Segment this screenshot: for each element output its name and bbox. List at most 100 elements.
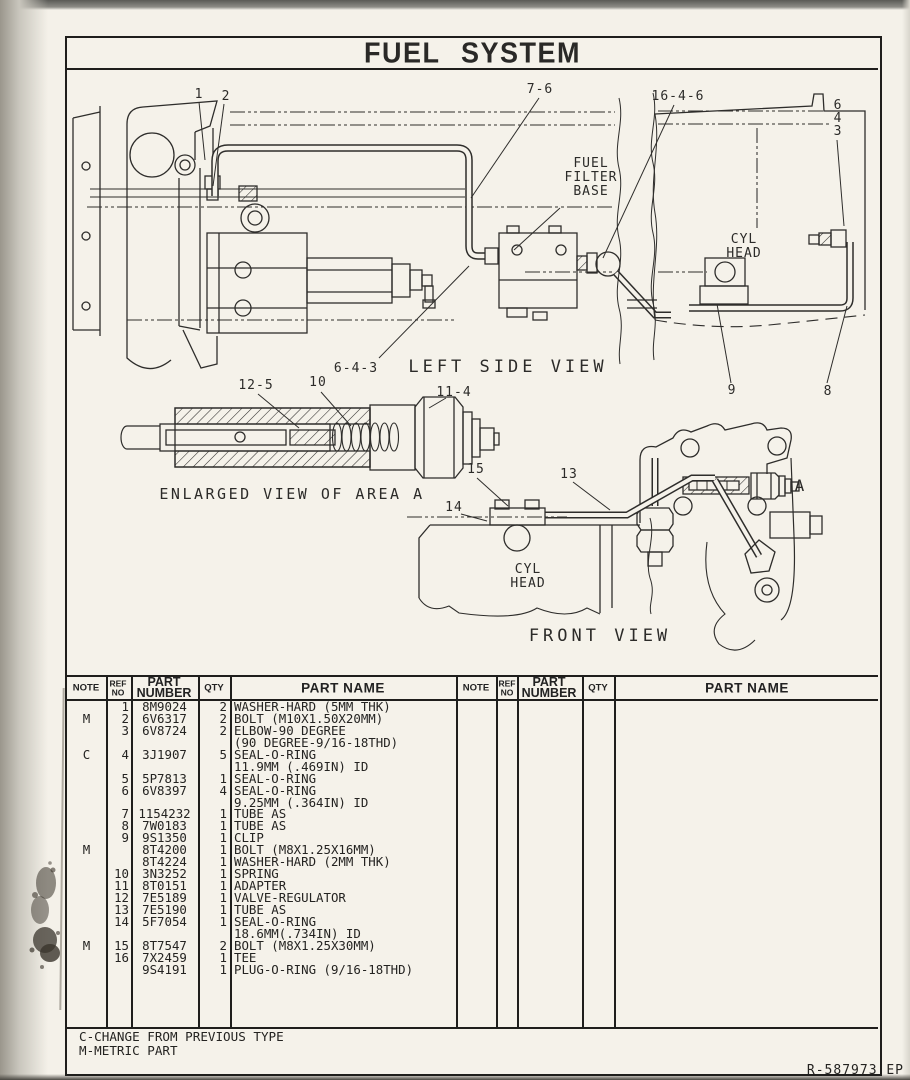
cell-ref: 1 [121, 699, 129, 714]
header-part-number: PART NUMBER [521, 675, 577, 700]
callout-15: 15 [467, 462, 485, 477]
cell-note [67, 868, 106, 880]
cell-ref: 14 [114, 913, 129, 929]
cell-part_number: 7E5190 [142, 901, 187, 917]
table-column-line [131, 677, 133, 1027]
table-row: 18.6MM(.734IN) ID [67, 925, 457, 941]
table-row: (90 DEGREE-9/16-18THD) [67, 734, 457, 750]
table-row: 9.25MM (.364IN) ID [67, 796, 457, 809]
cell-ref: 8 [121, 818, 129, 834]
cell-qty: 1 [219, 770, 227, 786]
table-column-line [614, 677, 616, 1027]
header-note: NOTE [462, 682, 490, 694]
cell-part_number: 8T4200 [142, 842, 187, 858]
cell-qty: 1 [219, 818, 227, 834]
cell-note [67, 892, 106, 904]
cell-ref: 6 [121, 782, 129, 798]
cell-part_number: 5P7813 [142, 770, 187, 786]
table-column-line [517, 677, 519, 1027]
cell-ref: 15 [114, 937, 129, 953]
cell-part_name: TUBE AS [234, 806, 287, 822]
cell-part_number: 8T4224 [142, 854, 187, 870]
cell-part_name: WASHER-HARD (5MM THK) [234, 699, 391, 714]
cell-part_name: ADAPTER [234, 878, 287, 894]
cell-qty: 2 [219, 722, 227, 738]
callout-9: 9 [727, 383, 737, 398]
table-footnotes: C-CHANGE FROM PREVIOUS TYPE M-METRIC PAR… [67, 1027, 878, 1072]
cell-part_number: 6V8724 [142, 722, 187, 738]
callout-6: 6 [833, 98, 843, 113]
cell-qty: 1 [219, 961, 227, 977]
cell-note [67, 773, 106, 785]
cell-qty: 5 [219, 746, 227, 762]
cell-qty: 1 [219, 890, 227, 905]
table-row: 11.9MM (.469IN) ID [67, 758, 457, 774]
table-column-line [106, 677, 108, 1027]
table-column-line [230, 677, 232, 1027]
header-ref-no: REF NO [498, 678, 516, 697]
callout-7-6: 7-6 [526, 82, 554, 97]
cell-qty: 1 [219, 854, 227, 870]
footnote-m: M-METRIC PART [79, 1043, 178, 1058]
cell-qty: 1 [219, 949, 227, 965]
cell-part_name: 18.6MM(.734IN) ID [234, 925, 361, 941]
callout-14: 14 [445, 500, 463, 515]
cell-qty: 1 [219, 913, 227, 929]
callout-8: 8 [823, 384, 833, 399]
callout-6-4-3: 6-4-3 [333, 361, 379, 376]
cell-part_number: 9S1350 [142, 830, 187, 846]
header-part-name: PART NAME [301, 680, 385, 696]
cell-qty: 1 [219, 866, 227, 882]
cell-part_name: (90 DEGREE-9/16-18THD) [234, 734, 399, 750]
fuel-filter-base-label: FUEL FILTER BASE [564, 156, 618, 199]
cell-part_name: BOLT (M8X1.25X16MM) [234, 842, 376, 858]
header-ref-no: REF NO [109, 678, 127, 697]
scan-edge-top [0, 0, 910, 10]
callout-3: 3 [833, 124, 843, 139]
cell-part_number: 9S4191 [142, 961, 187, 977]
cell-note [67, 761, 106, 773]
cell-part_name: SEAL-O-RING [234, 746, 317, 762]
cell-ref: 5 [121, 770, 129, 786]
cell-qty: 4 [219, 782, 227, 798]
cell-note [67, 808, 106, 820]
cell-part_number: 5F7054 [142, 913, 187, 929]
cell-part_number: 3N3252 [142, 866, 187, 882]
cell-ref: 9 [121, 830, 129, 846]
cell-part_number: 7X2459 [142, 949, 187, 965]
cell-note: M [82, 710, 91, 726]
cell-part_number: 7E5189 [142, 890, 187, 905]
callout-10: 10 [309, 375, 327, 390]
header-note: NOTE [72, 682, 100, 694]
callout-11-4: 11-4 [436, 385, 472, 400]
cell-note [67, 797, 106, 809]
cell-part_number: 1154232 [138, 806, 191, 822]
cyl-head-label-left: CYL HEAD [726, 232, 762, 261]
cell-qty: 1 [219, 842, 227, 858]
cell-ref [106, 964, 131, 976]
cell-qty: 1 [219, 806, 227, 822]
cell-note [67, 725, 106, 737]
cell-part_number: 3J1907 [142, 746, 187, 762]
cell-part_name: 11.9MM (.469IN) ID [234, 758, 369, 774]
cell-part_name: VALVE-REGULATOR [234, 890, 346, 905]
document-reference: R-587973 EP [806, 1063, 904, 1078]
cell-ref: 16 [114, 949, 129, 965]
cell-note [67, 964, 106, 976]
cell-ref [106, 844, 131, 856]
cell-part_number: 6V6317 [142, 710, 187, 726]
cell-ref: 3 [121, 722, 129, 738]
cell-part_name: SPRING [234, 866, 279, 882]
page-title: FUEL SYSTEM [363, 36, 582, 69]
cell-part_name: BOLT (M8X1.25X30MM) [234, 937, 376, 953]
